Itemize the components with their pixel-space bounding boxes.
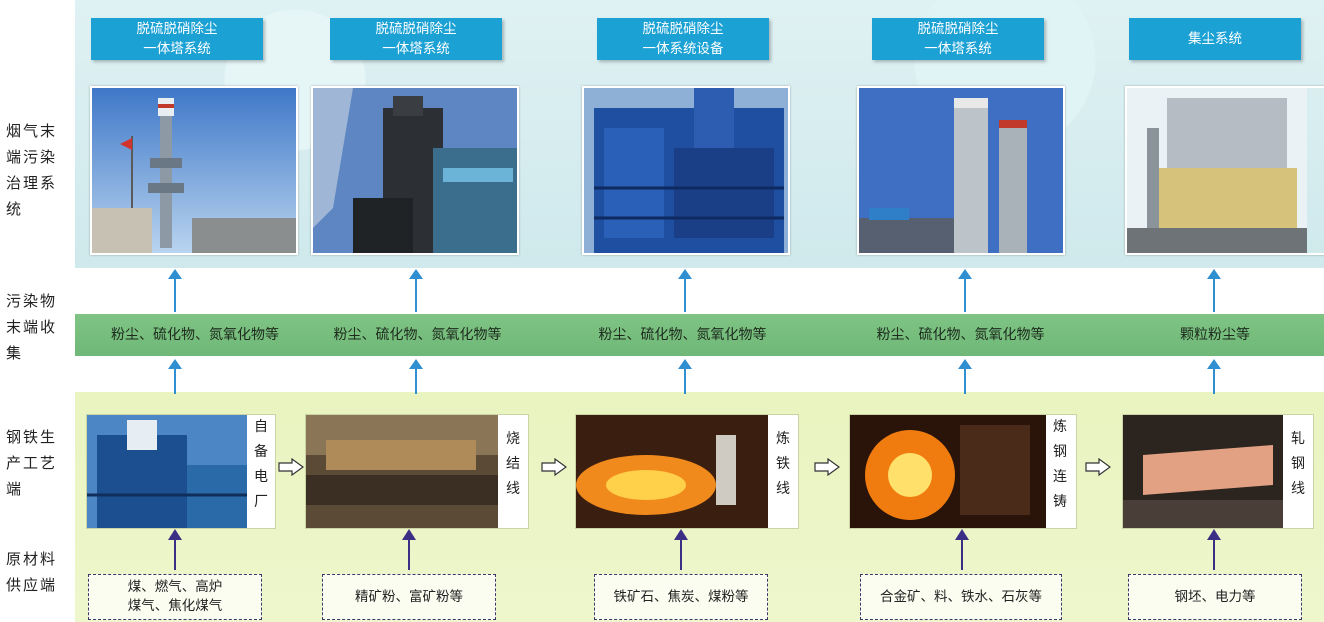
process-card-rolling: 轧钢线 xyxy=(1122,414,1314,529)
raw-arrow-5 xyxy=(1207,529,1221,570)
process-card-power-plant: 自备电厂 xyxy=(86,414,276,529)
up-arrow-5-top xyxy=(1207,269,1221,312)
raw-arrow-1 xyxy=(168,529,182,570)
raw-arrow-2 xyxy=(402,529,416,570)
photo-steelmaking xyxy=(850,415,1046,528)
raw-material-2: 精矿粉、富矿粉等 xyxy=(322,574,496,620)
pollutant-4: 粉尘、硫化物、氮氧化物等 xyxy=(876,327,1045,343)
raw-material-3: 铁矿石、焦炭、煤粉等 xyxy=(594,574,768,620)
up-arrow-3-mid xyxy=(678,359,692,394)
system-title-1-line1: 脱硫脱硝除尘 xyxy=(136,21,218,37)
raw-material-1-line1: 煤、燃气、高炉 xyxy=(127,579,223,595)
raw-material-5-line1: 钢坯、电力等 xyxy=(1174,588,1256,605)
flow-arrow-4 xyxy=(1085,458,1111,476)
photo-dust-collector xyxy=(1125,86,1324,255)
row-label-production: 钢铁生产工艺端 xyxy=(6,428,58,498)
up-arrow-4-mid xyxy=(958,359,972,394)
row-label-governance: 烟气末端污染治理系统 xyxy=(6,122,58,218)
row-label-collection: 污染物末端收集 xyxy=(6,292,58,362)
system-title-4: 脱硫脱硝除尘一体塔系统 xyxy=(872,18,1044,60)
process-label-sintering: 烧结线 xyxy=(506,431,520,497)
photo-desulfurization-tower-2 xyxy=(311,86,519,255)
system-title-2-line1: 脱硫脱硝除尘 xyxy=(375,21,457,37)
system-title-3-line2: 一体系统设备 xyxy=(642,41,724,57)
raw-material-4: 合金矿、料、铁水、石灰等 xyxy=(860,574,1062,620)
flow-arrow-1 xyxy=(278,458,304,476)
system-title-2-line2: 一体塔系统 xyxy=(382,41,450,57)
up-arrow-2-top xyxy=(409,269,423,312)
process-label-rolling: 轧钢线 xyxy=(1291,431,1305,497)
pollutant-1: 粉尘、硫化物、氮氧化物等 xyxy=(111,327,279,343)
photo-power-plant xyxy=(87,415,247,528)
raw-material-4-line1: 合金矿、料、铁水、石灰等 xyxy=(880,588,1042,605)
process-label-ironmaking: 炼铁线 xyxy=(776,431,790,497)
process-label-power-plant: 自备电厂 xyxy=(254,419,268,510)
photo-sintering xyxy=(306,415,498,528)
photo-desulfurization-tower-1 xyxy=(90,86,298,255)
system-title-3: 脱硫脱硝除尘一体系统设备 xyxy=(597,18,769,60)
photo-integrated-equipment xyxy=(582,86,790,255)
up-arrow-3-top xyxy=(678,269,692,312)
system-title-1-line2: 一体塔系统 xyxy=(143,41,211,57)
photo-twin-stacks xyxy=(857,86,1065,255)
system-title-1: 脱硫脱硝除尘一体塔系统 xyxy=(91,18,263,60)
raw-arrow-3 xyxy=(674,529,688,570)
up-arrow-1-top xyxy=(168,269,182,312)
up-arrow-4-top xyxy=(958,269,972,312)
pollutant-2: 粉尘、硫化物、氮氧化物等 xyxy=(333,327,502,343)
raw-material-1-line2: 煤气、焦化煤气 xyxy=(127,598,223,614)
process-card-sintering: 烧结线 xyxy=(305,414,529,529)
flow-arrow-3 xyxy=(814,458,840,476)
process-card-steelmaking: 炼钢连铸 xyxy=(849,414,1077,529)
system-title-5-line1: 集尘系统 xyxy=(1188,31,1242,47)
pollutant-5: 颗粒粉尘等 xyxy=(1180,327,1250,343)
pollutant-3: 粉尘、硫化物、氮氧化物等 xyxy=(598,327,767,343)
flow-arrow-2 xyxy=(541,458,567,476)
collection-strip xyxy=(75,314,1324,356)
system-title-5: 集尘系统 xyxy=(1129,18,1301,60)
up-arrow-1-mid xyxy=(168,359,182,394)
system-title-4-line2: 一体塔系统 xyxy=(924,41,992,57)
row-label-raw: 原材料供应端 xyxy=(6,550,58,594)
raw-material-1: 煤、燃气、高炉煤气、焦化煤气 xyxy=(88,574,262,620)
raw-material-2-line1: 精矿粉、富矿粉等 xyxy=(355,588,463,605)
up-arrow-2-mid xyxy=(409,359,423,394)
raw-material-5: 钢坯、电力等 xyxy=(1128,574,1302,620)
process-label-steelmaking: 炼钢连铸 xyxy=(1053,419,1067,510)
photo-rolling xyxy=(1123,415,1283,528)
up-arrow-5-mid xyxy=(1207,359,1221,394)
system-title-2: 脱硫脱硝除尘一体塔系统 xyxy=(330,18,502,60)
system-title-4-line1: 脱硫脱硝除尘 xyxy=(917,21,999,37)
system-title-3-line1: 脱硫脱硝除尘 xyxy=(642,21,724,37)
process-card-ironmaking: 炼铁线 xyxy=(575,414,799,529)
raw-material-3-line1: 铁矿石、焦炭、煤粉等 xyxy=(613,588,749,605)
raw-arrow-4 xyxy=(955,529,969,570)
photo-ironmaking xyxy=(576,415,768,528)
